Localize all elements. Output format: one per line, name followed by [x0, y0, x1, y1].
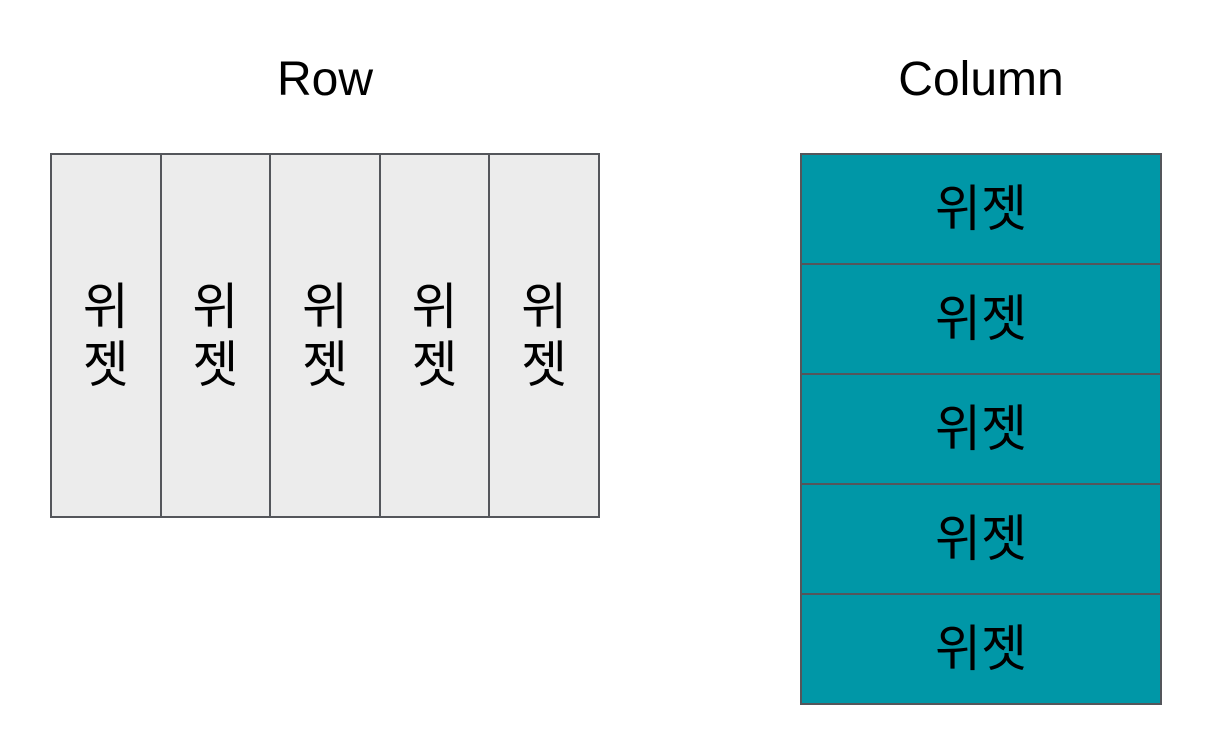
column-widget-cell: 위젯 — [800, 483, 1162, 595]
widget-label: 위젯 — [935, 181, 1027, 237]
widget-label: 위젯 — [411, 278, 458, 393]
widget-label: 위젯 — [82, 278, 129, 393]
column-widget-cell: 위젯 — [800, 153, 1162, 265]
column-layout-box: 위젯 위젯 위젯 위젯 위젯 — [800, 153, 1162, 705]
row-widget-cell: 위젯 — [488, 153, 600, 518]
row-widget-cell: 위젯 — [378, 153, 491, 518]
widget-label: 위젯 — [935, 511, 1027, 567]
row-widget-cell: 위젯 — [269, 153, 381, 518]
row-layout-box: 위젯 위젯 위젯 위젯 위젯 — [50, 153, 600, 518]
widget-label: 위젯 — [935, 401, 1027, 457]
column-widget-cell: 위젯 — [800, 373, 1162, 485]
widget-label: 위젯 — [935, 621, 1027, 677]
row-figure-title: Row — [276, 53, 374, 106]
widget-label: 위젯 — [521, 278, 568, 393]
widget-label: 위젯 — [935, 291, 1027, 347]
widget-label: 위젯 — [192, 278, 239, 393]
widget-label: 위젯 — [301, 278, 348, 393]
column-figure-title: Column — [898, 53, 1064, 106]
column-widget-cell: 위젯 — [800, 593, 1162, 705]
column-widget-cell: 위젯 — [800, 263, 1162, 375]
row-widget-cell: 위젯 — [159, 153, 272, 518]
row-widget-cell: 위젯 — [50, 153, 162, 518]
